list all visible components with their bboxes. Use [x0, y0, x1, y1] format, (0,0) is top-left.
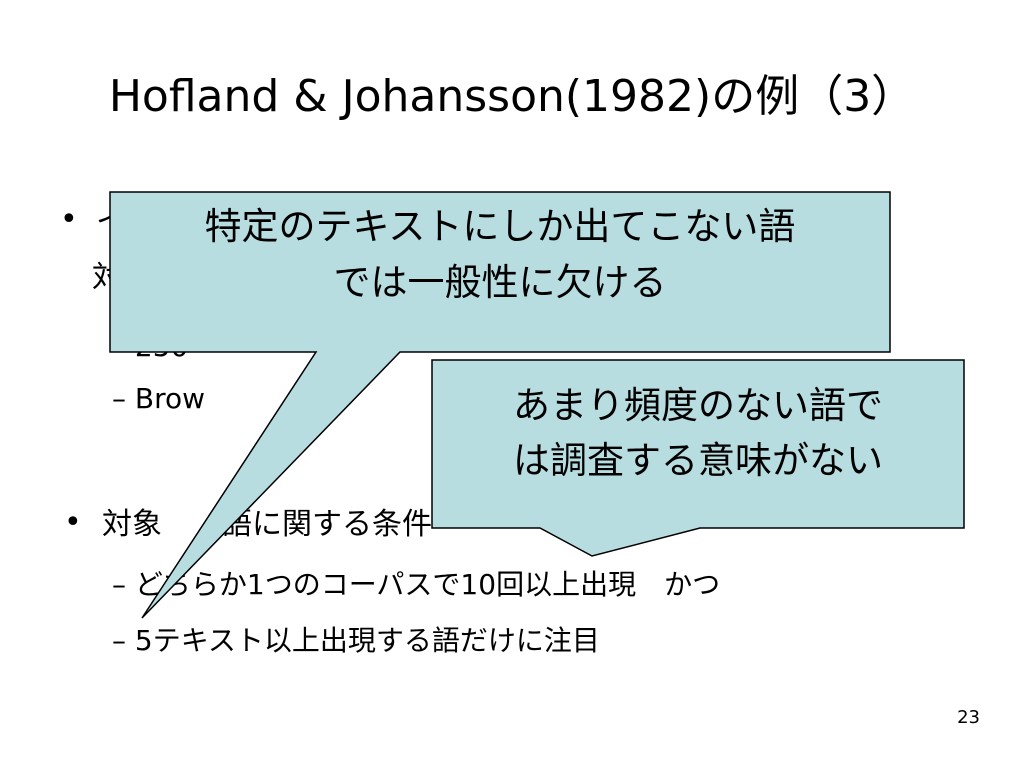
callout-text-2: あまり頻度のない語で は調査する意味がない — [434, 378, 962, 488]
page-number: 23 — [957, 707, 980, 728]
callout-line: あまり頻度のない語で — [513, 384, 883, 427]
bullet-dot: • — [64, 505, 82, 540]
bullet-dot: • — [60, 202, 78, 237]
slide-title: Hofland & Johansson(1982)の例（3） — [108, 71, 916, 122]
sub-item: – どちらか1つのコーパスで10回以上出現 かつ — [112, 568, 721, 601]
callout-line: 特定のテキストにしか出てこない語 — [204, 205, 796, 248]
bullet-text: 対象 — [102, 507, 162, 542]
callout-bubble-1 — [109, 191, 891, 619]
sub-item-partial: – Brow — [112, 382, 206, 415]
callout-text-1: 特定のテキストにしか出てこない語 では一般性に欠ける — [110, 199, 890, 311]
sub-item: – 5テキスト以上出現する語だけに注目 — [112, 624, 600, 657]
bullet-text-tail: 語に関する条件 — [222, 507, 432, 542]
callout-line: は調査する意味がない — [513, 439, 883, 482]
callout-line: では一般性に欠ける — [333, 261, 667, 304]
callout-bubble-2 — [431, 359, 965, 557]
